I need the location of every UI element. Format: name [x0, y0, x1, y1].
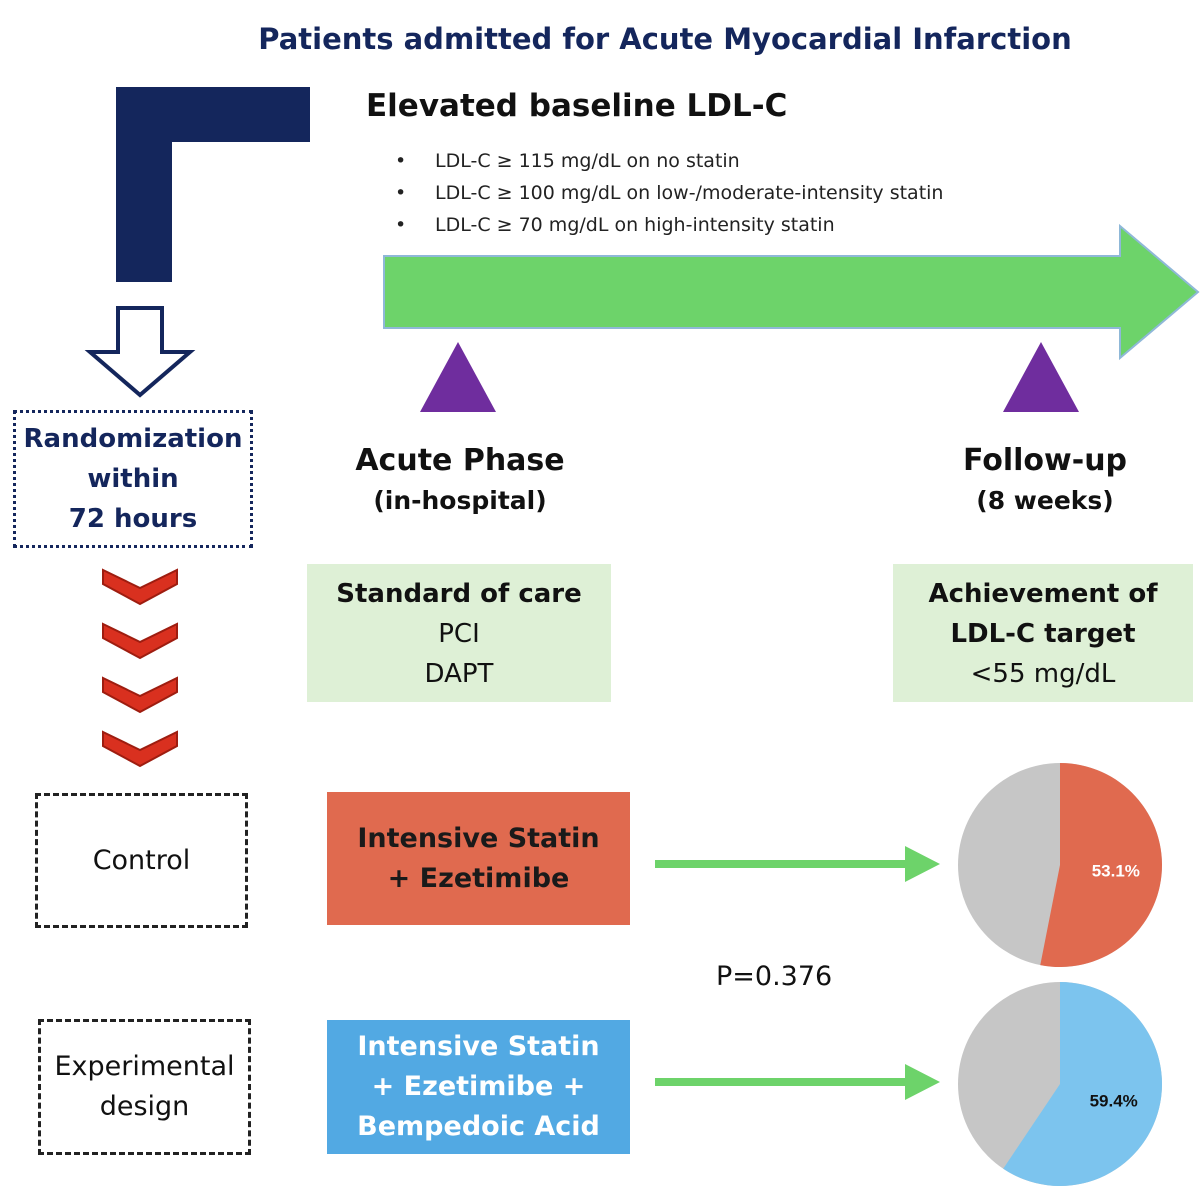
experimental-treatment-line: + Ezetimibe +	[371, 1071, 586, 1102]
experimental-pie-achieved-slice	[1003, 982, 1162, 1186]
control-treatment-line: Intensive Statin	[357, 822, 600, 854]
ldl-target-box: Achievement of LDL-C target <55 mg/dL	[893, 564, 1193, 702]
randomization-box: Randomization within 72 hours	[13, 410, 253, 548]
ldl-target-title: LDL-C target	[950, 619, 1136, 649]
hollow-down-arrow-icon	[84, 306, 196, 398]
navy-flow-connector	[116, 87, 310, 282]
acute-phase-title: Acute Phase	[355, 443, 565, 478]
timeline-arrow	[383, 223, 1200, 361]
experimental-arm-label: Experimental design	[38, 1019, 251, 1155]
chevron-down-icon	[102, 568, 178, 606]
chevron-stack	[102, 568, 178, 768]
experimental-treatment-line: Bempedoic Acid	[357, 1111, 600, 1142]
control-pie-achieved-slice	[1040, 763, 1162, 968]
p-value: P=0.376	[716, 961, 833, 992]
chevron-down-icon	[102, 730, 178, 768]
control-pie-percent-label: 53.1%	[1092, 861, 1140, 880]
criteria-item: LDL-C ≥ 115 mg/dL on no statin	[395, 145, 943, 177]
standard-of-care-box: Standard of care PCI DAPT	[307, 564, 611, 702]
followup-label: Follow-up (8 weeks)	[920, 440, 1170, 520]
chevron-down-icon	[102, 622, 178, 660]
criteria-item: LDL-C ≥ 70 mg/dL on high-intensity stati…	[395, 209, 943, 241]
experimental-treatment-box: Intensive Statin + Ezetimibe + Bempedoic…	[327, 1020, 630, 1154]
followup-subtitle: (8 weeks)	[976, 486, 1114, 515]
standard-of-care-item: PCI	[438, 619, 480, 649]
experimental-pie-percent-label: 59.4%	[1090, 1091, 1138, 1110]
control-result-arrow	[655, 846, 940, 882]
chevron-down-icon	[102, 676, 178, 714]
standard-of-care-item: DAPT	[424, 659, 494, 689]
followup-title: Follow-up	[962, 443, 1128, 478]
control-treatment-box: Intensive Statin + Ezetimibe	[327, 792, 630, 925]
experimental-result-arrow	[655, 1064, 940, 1100]
experimental-pie-chart: 59.4%	[958, 982, 1162, 1186]
control-arm-label: Control	[35, 793, 248, 928]
followup-marker-icon	[1003, 342, 1079, 412]
page-title: Patients admitted for Acute Myocardial I…	[258, 22, 1072, 56]
eligibility-heading: Elevated baseline LDL-C	[366, 88, 788, 124]
standard-of-care-title: Standard of care	[336, 579, 582, 609]
criteria-item: LDL-C ≥ 100 mg/dL on low-/moderate-inten…	[395, 177, 943, 209]
control-pie-chart: 53.1%	[958, 763, 1162, 968]
acute-phase-marker-icon	[420, 342, 496, 412]
acute-phase-subtitle: (in-hospital)	[373, 486, 547, 515]
eligibility-criteria-list: LDL-C ≥ 115 mg/dL on no statin LDL-C ≥ 1…	[395, 145, 943, 241]
acute-phase-label: Acute Phase (in-hospital)	[330, 440, 590, 520]
ldl-target-title: Achievement of	[928, 579, 1158, 609]
ldl-target-value: <55 mg/dL	[970, 659, 1116, 689]
control-treatment-line: + Ezetimibe	[387, 862, 570, 894]
experimental-treatment-line: Intensive Statin	[357, 1031, 600, 1062]
